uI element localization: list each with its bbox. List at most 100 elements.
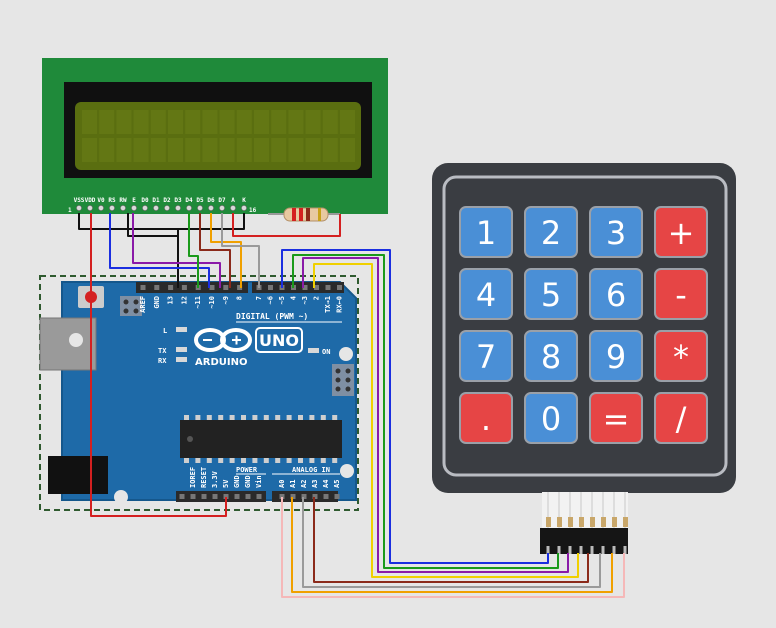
key-label: 9 bbox=[606, 338, 626, 376]
key-=[interactable]: = bbox=[589, 392, 643, 444]
power-pin[interactable] bbox=[190, 494, 196, 499]
digital-pin[interactable] bbox=[268, 285, 273, 290]
power-pin[interactable] bbox=[179, 494, 185, 499]
analog-pin[interactable] bbox=[323, 494, 329, 499]
analog-pin[interactable] bbox=[301, 494, 307, 499]
key-label: = bbox=[603, 400, 630, 438]
key-.[interactable]: . bbox=[459, 392, 513, 444]
digital-pin[interactable] bbox=[154, 285, 160, 290]
analog-pin[interactable] bbox=[312, 494, 318, 499]
lcd-pin[interactable] bbox=[109, 205, 115, 211]
power-pin-label: RESET bbox=[200, 467, 208, 488]
lcd-pin-label: A bbox=[231, 197, 235, 204]
keypad-inner-border bbox=[442, 175, 728, 477]
key-/[interactable]: / bbox=[654, 392, 708, 444]
digital-pin[interactable] bbox=[140, 285, 146, 290]
power-pin[interactable] bbox=[256, 494, 262, 499]
key-label: + bbox=[668, 214, 695, 252]
analog-pin[interactable] bbox=[279, 494, 285, 499]
key-label: / bbox=[676, 400, 687, 438]
lcd-pin[interactable] bbox=[164, 205, 170, 211]
lcd-pin[interactable] bbox=[142, 205, 148, 211]
digital-pin[interactable] bbox=[209, 285, 215, 290]
lcd-pin[interactable] bbox=[76, 205, 82, 211]
lcd-pin-label: K bbox=[242, 197, 246, 204]
led-on-label: ON bbox=[322, 348, 330, 356]
led-on bbox=[308, 348, 319, 353]
digital-pin[interactable] bbox=[325, 285, 331, 290]
lcd-pin[interactable] bbox=[241, 205, 247, 211]
digital-pin[interactable] bbox=[168, 285, 174, 290]
lcd-pin[interactable] bbox=[153, 205, 159, 211]
wire-green-kp bbox=[292, 254, 559, 569]
digital-pin-label: ~6 bbox=[267, 296, 275, 304]
mount-hole bbox=[114, 490, 128, 504]
key-7[interactable]: 7 bbox=[459, 330, 513, 382]
digital-pin-label: 2 bbox=[313, 296, 321, 300]
digital-pin[interactable] bbox=[237, 285, 243, 290]
analog-pin[interactable] bbox=[334, 494, 340, 499]
digital-pin[interactable] bbox=[302, 285, 308, 290]
analog-pin-label: A3 bbox=[311, 480, 319, 488]
digital-pin[interactable] bbox=[337, 285, 342, 290]
key-6[interactable]: 6 bbox=[589, 268, 643, 320]
lcd-pin[interactable] bbox=[208, 205, 214, 211]
wire-red-a bbox=[232, 213, 341, 237]
lcd-pin-label: VDD bbox=[85, 197, 96, 204]
icsp-header bbox=[120, 296, 142, 316]
lcd-pin[interactable] bbox=[219, 205, 225, 211]
lcd-pin[interactable] bbox=[87, 205, 93, 211]
power-pin[interactable] bbox=[223, 494, 229, 499]
analog-header-label: ANALOG IN bbox=[292, 466, 330, 474]
lcd-pin[interactable] bbox=[98, 205, 104, 211]
key-3[interactable]: 3 bbox=[589, 206, 643, 258]
lcd-pin-last-label: 16 bbox=[249, 207, 257, 214]
resistor[interactable] bbox=[268, 207, 340, 222]
analog-pin-label: A2 bbox=[300, 480, 308, 488]
key--[interactable]: - bbox=[654, 268, 708, 320]
power-pin[interactable] bbox=[234, 494, 240, 499]
mount-hole bbox=[339, 347, 353, 361]
analog-pin-label: A4 bbox=[322, 480, 330, 488]
key-1[interactable]: 1 bbox=[459, 206, 513, 258]
analog-pin-label: A5 bbox=[333, 480, 341, 488]
key-+[interactable]: + bbox=[654, 206, 708, 258]
wire-brown-d5 bbox=[199, 213, 231, 288]
lcd-pin[interactable] bbox=[175, 205, 181, 211]
key-2[interactable]: 2 bbox=[524, 206, 578, 258]
lcd-pin[interactable] bbox=[230, 205, 236, 211]
power-pin[interactable] bbox=[212, 494, 218, 499]
key-9[interactable]: 9 bbox=[589, 330, 643, 382]
key-*[interactable]: * bbox=[654, 330, 708, 382]
lcd-pin-label: RW bbox=[119, 197, 127, 204]
key-4[interactable]: 4 bbox=[459, 268, 513, 320]
lcd-pin-label: RS bbox=[108, 197, 116, 204]
arduino-brand-label: ARDUINO bbox=[195, 357, 247, 368]
digital-pin[interactable] bbox=[223, 285, 229, 290]
wire-yellow-kp bbox=[313, 263, 579, 578]
power-pin[interactable] bbox=[245, 494, 251, 499]
lcd-pin[interactable] bbox=[131, 205, 137, 211]
lcd-pin-first-label: 1 bbox=[68, 207, 72, 214]
key-5[interactable]: 5 bbox=[524, 268, 578, 320]
key-label: * bbox=[673, 338, 689, 376]
led-rx-label: RX bbox=[158, 357, 167, 365]
power-pin-label: Vin bbox=[255, 475, 263, 488]
analog-pin[interactable] bbox=[290, 494, 296, 499]
key-0[interactable]: 0 bbox=[524, 392, 578, 444]
digital-pin[interactable] bbox=[314, 285, 319, 290]
digital-pin[interactable] bbox=[181, 285, 187, 290]
key-label: . bbox=[481, 400, 491, 438]
power-pin[interactable] bbox=[201, 494, 207, 499]
key-8[interactable]: 8 bbox=[524, 330, 578, 382]
key-label: 3 bbox=[606, 214, 626, 252]
lcd-pin[interactable] bbox=[197, 205, 203, 211]
usb-connector bbox=[39, 317, 97, 371]
key-label: - bbox=[675, 276, 687, 314]
lcd-pin[interactable] bbox=[120, 205, 126, 211]
lcd-pin[interactable] bbox=[186, 205, 192, 211]
